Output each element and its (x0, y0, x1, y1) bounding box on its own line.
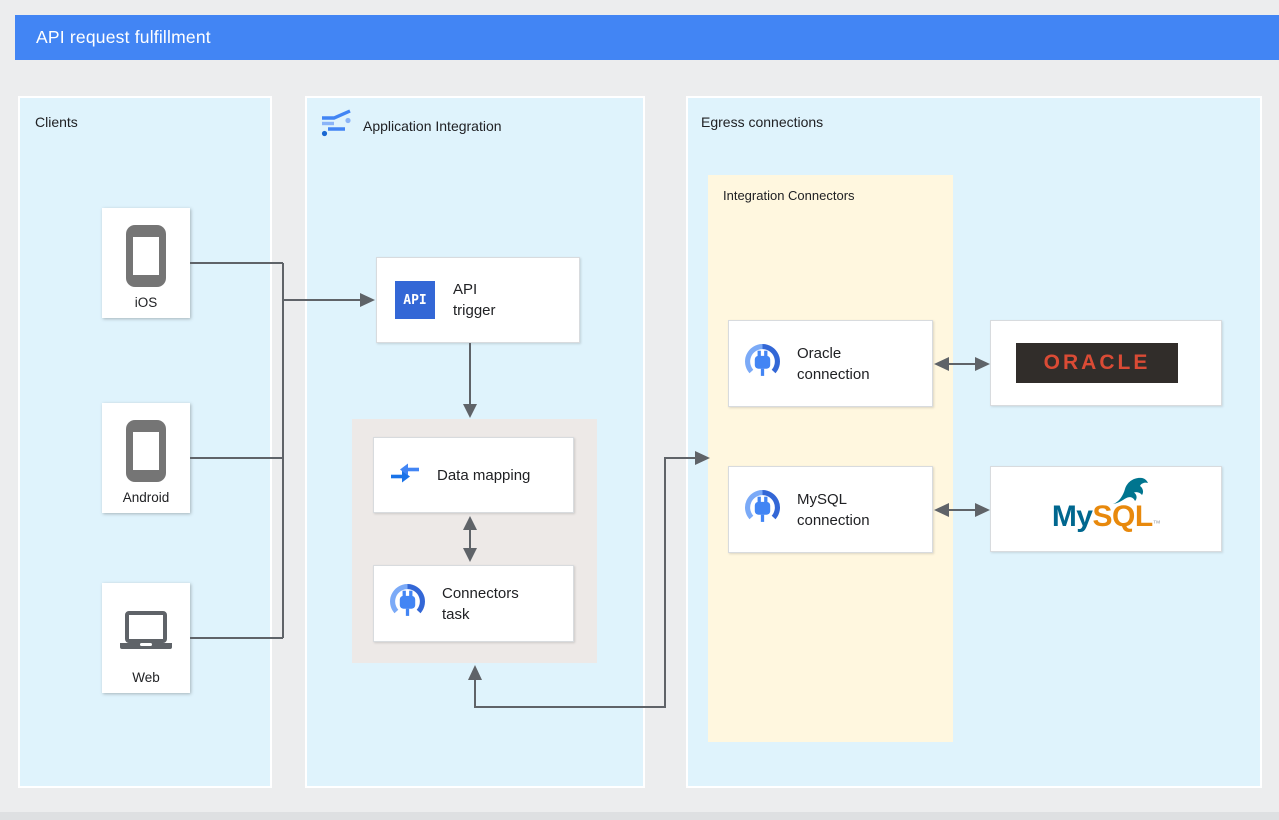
oracle-connection-label-line2: connection (797, 365, 870, 383)
api-trigger-label-line2: trigger (453, 302, 496, 319)
egress-connections-label: Egress connections (701, 114, 824, 130)
mysql-system-card: MySQL™ (990, 466, 1222, 552)
application-integration-label: Application Integration (363, 117, 502, 134)
bottom-edge-strip (0, 812, 1279, 820)
integration-connectors-group: Integration Connectors (708, 175, 953, 742)
oracle-connection-node: Oracle connection (728, 320, 933, 407)
connectors-task-node: Connectors task (373, 565, 574, 642)
api-trigger-node: API API trigger (376, 257, 580, 343)
diagram-title-bar: API request fulfillment (15, 15, 1279, 60)
connectors-task-label-line2: task (442, 605, 470, 623)
connector-plug-icon (744, 343, 781, 385)
diagram-title: API request fulfillment (36, 27, 211, 47)
laptop-icon (118, 599, 174, 663)
connector-plug-icon (389, 583, 426, 625)
mysql-logo-sql: SQL (1092, 500, 1154, 533)
connectors-task-label-line1: Connectors (442, 584, 519, 602)
mysql-dolphin-icon (1109, 475, 1151, 512)
oracle-connection-label-line1: Oracle (797, 344, 842, 362)
client-ios-card: iOS (102, 208, 190, 318)
integration-connectors-label: Integration Connectors (723, 188, 855, 203)
client-android-label: Android (122, 490, 170, 505)
mysql-connection-label-line1: MySQL (797, 490, 848, 508)
client-web-label: Web (132, 670, 160, 685)
client-ios-label: iOS (134, 295, 158, 310)
client-android-card: Android (102, 403, 190, 513)
oracle-system-card: ORACLE (990, 320, 1222, 406)
data-mapping-node: Data mapping (373, 437, 574, 513)
api-chip-text: API (403, 292, 427, 308)
clients-panel-label: Clients (35, 114, 78, 130)
connector-plug-icon (744, 489, 781, 531)
mysql-logo: MySQL™ (991, 500, 1221, 534)
oracle-logo: ORACLE (1016, 343, 1178, 383)
data-mapping-label: Data mapping (437, 466, 531, 484)
application-integration-icon (319, 107, 353, 144)
api-chip-icon: API (395, 281, 435, 319)
smartphone-icon (124, 224, 168, 288)
mysql-connection-node: MySQL connection (728, 466, 933, 553)
mysql-logo-my: My (1051, 500, 1093, 533)
data-mapping-icon (390, 460, 420, 491)
mysql-logo-tm: ™ (1152, 519, 1161, 528)
api-trigger-label-line1: API (453, 281, 478, 298)
smartphone-icon (124, 419, 168, 483)
oracle-logo-text: ORACLE (1043, 351, 1151, 374)
mysql-connection-label-line2: connection (797, 511, 870, 529)
client-web-card: Web (102, 583, 190, 693)
